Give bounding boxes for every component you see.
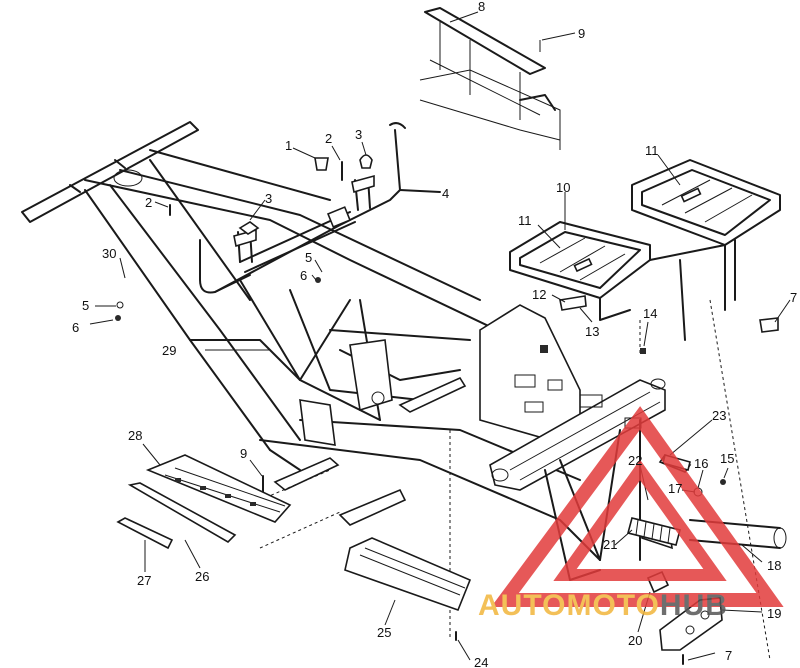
callout-14: 14: [643, 306, 657, 321]
callout-8: 8: [478, 0, 485, 14]
callout-20: 20: [628, 633, 642, 648]
callout-3-center: 3: [355, 127, 362, 142]
callout-labels: 8 9 1 2 3 3 4 2 30 5 6 5 6 29 11 10 11 1…: [72, 0, 797, 668]
callout-10: 10: [556, 180, 570, 195]
inset-fender-bracket: [419, 7, 561, 150]
callout-24: 24: [474, 655, 488, 668]
callout-16: 16: [694, 456, 708, 471]
callout-27: 27: [137, 573, 151, 588]
callout-6-center: 6: [300, 268, 307, 283]
watermark-text: AUTOMOTOHUB: [478, 589, 728, 622]
callout-4: 4: [442, 186, 449, 201]
callout-2-left: 2: [145, 195, 152, 210]
callout-18: 18: [767, 558, 781, 573]
callout-9-bottom: 9: [240, 446, 247, 461]
callout-5-center: 5: [305, 250, 312, 265]
callout-25: 25: [377, 625, 391, 640]
callout-22: 22: [628, 453, 642, 468]
callout-9-top: 9: [578, 26, 585, 41]
callout-26: 26: [195, 569, 209, 584]
callout-30: 30: [102, 246, 116, 261]
callout-2-center: 2: [325, 131, 332, 146]
callout-6-left: 6: [72, 320, 79, 335]
callout-7-right: 7: [790, 290, 797, 305]
callout-17: 17: [668, 481, 682, 496]
rear-rack-right: [631, 159, 781, 341]
callout-3-left: 3: [265, 191, 272, 206]
callout-5-left: 5: [82, 298, 89, 313]
callout-13: 13: [585, 324, 599, 339]
callout-12: 12: [532, 287, 546, 302]
main-frame: [21, 121, 601, 561]
callout-21: 21: [603, 537, 617, 552]
watermark-text-automoto: AUTOMOTO: [478, 589, 660, 622]
watermark-text-hub: HUB: [660, 589, 728, 622]
callout-1: 1: [285, 138, 292, 153]
callout-23: 23: [712, 408, 726, 423]
callout-28: 28: [128, 428, 142, 443]
callout-15: 15: [720, 451, 734, 466]
watermark-triangle: [491, 406, 784, 607]
callout-7-bottom: 7: [725, 648, 732, 663]
automotohub-watermark: AUTOMOTOHUB: [478, 406, 784, 622]
callout-29: 29: [162, 343, 176, 358]
callout-19: 19: [767, 606, 781, 621]
footrest-guards: [116, 454, 472, 612]
callout-11-left: 11: [518, 213, 532, 228]
callout-11-right: 11: [645, 143, 659, 158]
watermark-triangle-inner: [553, 459, 727, 581]
